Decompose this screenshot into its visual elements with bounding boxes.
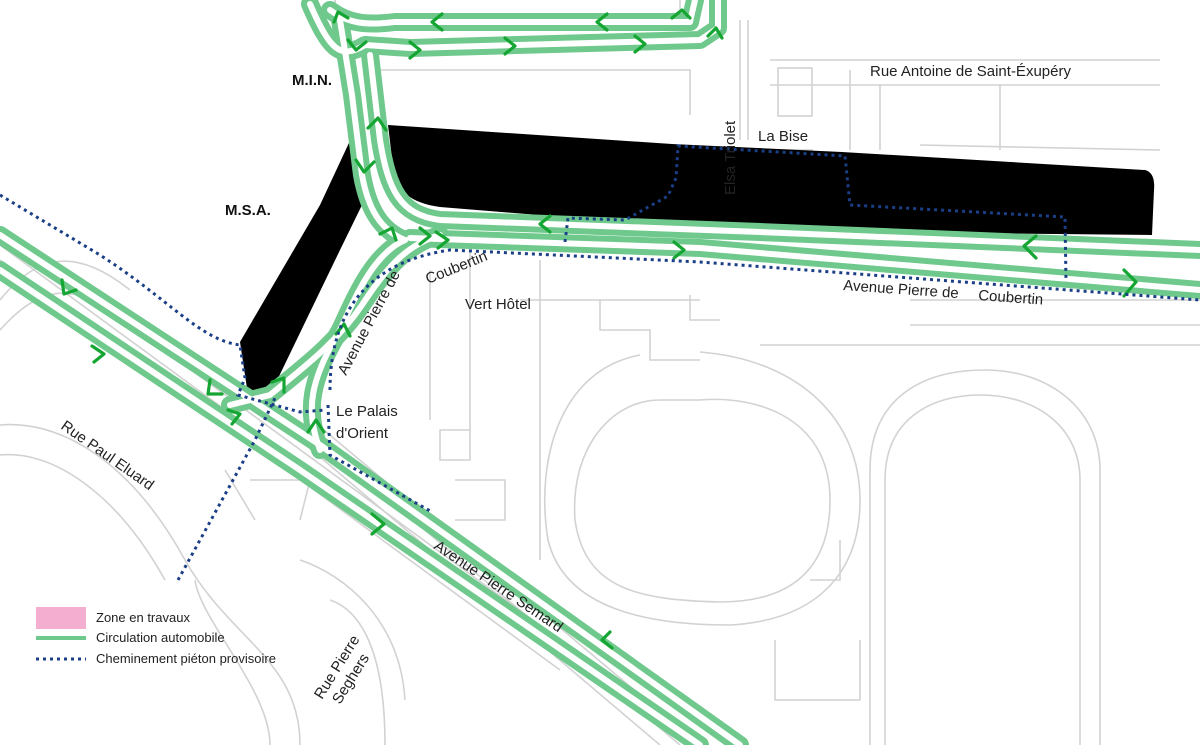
label-elsa-triolet: Elsa Triolet xyxy=(722,120,739,195)
legend: Zone en travaux Circulation automobile C… xyxy=(36,607,276,666)
arrow-icon xyxy=(306,418,326,434)
label-vert-hotel: Vert Hôtel xyxy=(465,296,531,313)
arrow-icon xyxy=(600,630,614,650)
legend-label-pedestrian: Cheminement piéton provisoire xyxy=(96,651,276,666)
arrow-icon xyxy=(408,40,422,60)
pedestrian-path-west xyxy=(0,193,326,414)
label-saint-exupery: Rue Antoine de Saint-Éxupéry xyxy=(870,63,1071,80)
label-palais-1: Le Palais xyxy=(336,403,398,420)
arrow-icon xyxy=(270,376,286,394)
arrow-icon xyxy=(670,8,692,20)
arrow-icon xyxy=(633,34,647,54)
arrow-icon xyxy=(366,116,388,132)
arrow-icon xyxy=(706,26,724,40)
arrow-icon xyxy=(672,240,686,260)
arrow-icon xyxy=(346,38,368,52)
arrow-icon xyxy=(1122,268,1138,298)
arrow-icon xyxy=(354,158,376,174)
legend-swatch-works xyxy=(36,607,86,629)
arrow-icon xyxy=(418,226,432,246)
arrow-icon xyxy=(430,12,444,32)
arrow-icon xyxy=(503,36,517,56)
legend-label-traffic: Circulation automobile xyxy=(96,630,225,645)
arrow-icon xyxy=(370,512,386,536)
arrow-icon xyxy=(206,378,224,396)
traffic-arrows xyxy=(60,8,1138,650)
arrow-icon xyxy=(538,214,552,234)
label-coubertin-curve: Coubertin xyxy=(423,248,490,288)
works-zone-main xyxy=(388,125,1155,236)
label-coubertin-east-2: Coubertin xyxy=(978,287,1044,308)
label-palais-2: d'Orient xyxy=(336,425,389,442)
label-msa: M.S.A. xyxy=(225,202,271,219)
pedestrian-paths xyxy=(0,144,1200,581)
works-zone-msa xyxy=(240,130,362,395)
arrow-icon xyxy=(1022,234,1038,260)
label-paul-eluard: Rue Paul Eluard xyxy=(58,417,157,494)
arrow-icon xyxy=(378,226,398,242)
arrow-icon xyxy=(334,322,352,338)
label-la-bise: La Bise xyxy=(758,128,808,145)
label-min: M.I.N. xyxy=(292,72,332,89)
arrow-icon xyxy=(595,12,609,32)
label-semard: Avenue Pierre Semard xyxy=(431,537,566,636)
arrow-icon xyxy=(90,344,106,364)
pedestrian-path-works-north xyxy=(563,144,1068,283)
pedestrian-path-palais xyxy=(326,404,433,514)
arrow-icon xyxy=(332,10,350,24)
arrow-icon xyxy=(60,278,78,296)
arrow-icon xyxy=(226,408,242,426)
pedestrian-path-south xyxy=(176,397,277,581)
arrow-icon xyxy=(434,230,450,250)
works-zones xyxy=(240,125,1155,395)
label-coubertin-east-1: Avenue Pierre de xyxy=(843,277,960,302)
pedestrian-path-coubertin xyxy=(328,248,1200,391)
legend-label-works: Zone en travaux xyxy=(96,610,190,625)
